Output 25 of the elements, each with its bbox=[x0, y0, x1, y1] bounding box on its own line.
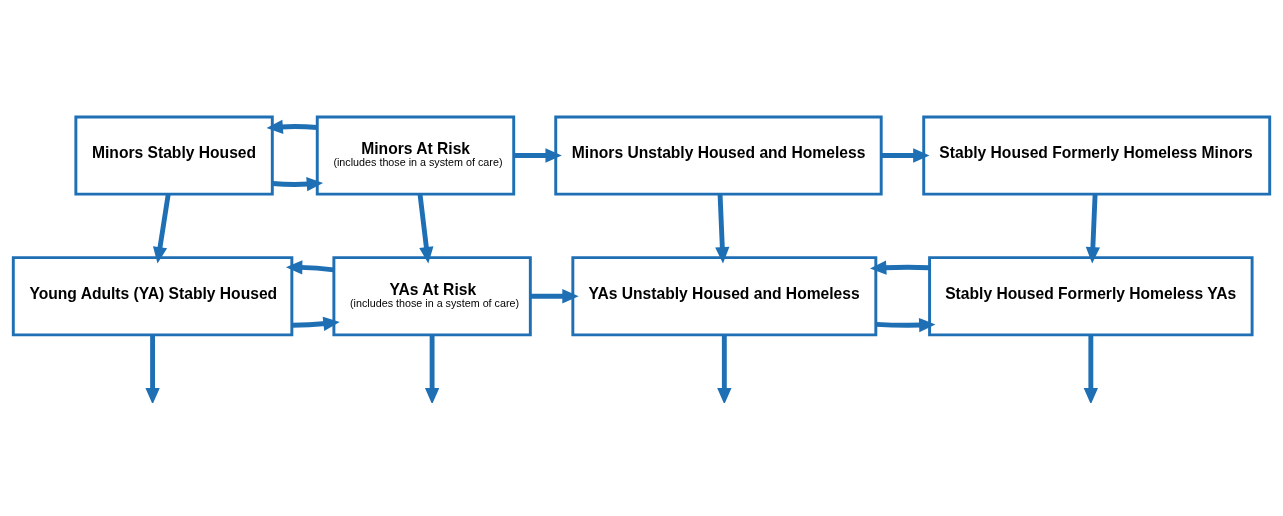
arrow bbox=[152, 194, 171, 264]
node-box: Stably Housed Formerly Homeless YAs bbox=[928, 256, 1254, 337]
arrow bbox=[717, 334, 732, 403]
arrow bbox=[285, 260, 334, 275]
arrow bbox=[266, 119, 318, 134]
arrow bbox=[1083, 334, 1098, 403]
arrow bbox=[881, 148, 930, 163]
arrow bbox=[272, 177, 324, 192]
arrow bbox=[875, 317, 936, 333]
arrow bbox=[530, 289, 579, 304]
arrow bbox=[1085, 194, 1100, 264]
arrow bbox=[145, 334, 160, 403]
arrow bbox=[292, 316, 340, 331]
node-box: Minors Stably Housed bbox=[74, 115, 274, 196]
node-box: YAs At Risk (includes those in a system of care) bbox=[332, 256, 532, 337]
node-box: YAs Unstably Housed and Homeless bbox=[571, 256, 878, 337]
node-box: Young Adults (YA) Stably Housed bbox=[11, 256, 294, 337]
arrow bbox=[417, 194, 434, 264]
node-box: Minors At Risk (includes those in a system of care) bbox=[315, 115, 516, 196]
node-box: Minors Unstably Housed and Homeless bbox=[554, 115, 883, 196]
arrow bbox=[715, 194, 730, 264]
arrow bbox=[424, 334, 440, 403]
arrow bbox=[870, 260, 930, 275]
arrow bbox=[513, 148, 562, 163]
node-box: Stably Housed Formerly Homeless Minors bbox=[922, 115, 1272, 196]
